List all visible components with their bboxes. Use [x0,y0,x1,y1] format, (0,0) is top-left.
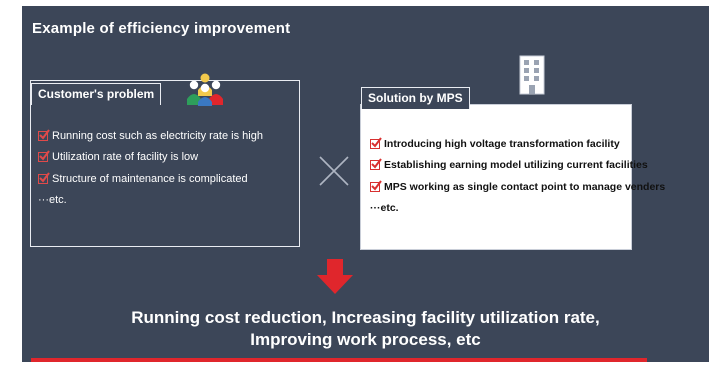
solution-list: Introducing high voltage transformation … [370,133,665,219]
list-item-label: Establishing earning model utilizing cur… [384,159,648,172]
checkbox-checked-icon [38,150,50,163]
list-item: Structure of maintenance is complicated [38,168,263,190]
list-item: Utilization rate of facility is low [38,147,263,169]
result-text: Running cost reduction, Increasing facil… [22,307,709,351]
list-etc-label: ···etc. [370,202,399,215]
list-item: MPS working as single contact point to m… [370,176,665,198]
customer-problem-box [30,80,300,247]
diagram-panel: Example of efficiency improvement Custom… [22,6,709,362]
diagram-title: Example of efficiency improvement [32,20,291,37]
result-line-1: Running cost reduction, Increasing facil… [131,308,600,327]
checkbox-checked-icon [38,129,50,141]
result-line-2: Improving work process, etc [250,330,481,349]
arrow-down-icon [315,259,355,300]
list-item: Introducing high voltage transformation … [370,133,665,155]
list-item-label: Introducing high voltage transformation … [384,137,620,150]
solution-box [360,104,632,250]
solution-label: Solution by MPS [361,87,470,109]
office-building-icon [518,54,548,101]
list-item: ···etc. [370,198,665,220]
list-item-label: Structure of maintenance is complicated [52,172,248,185]
list-item-label: Utilization rate of facility is low [52,151,199,164]
list-item-label: Running cost such as electricity rate is… [52,129,263,142]
checkbox-checked-icon [38,172,50,184]
customer-problem-list: Running cost such as electricity rate is… [38,125,263,211]
customer-problem-label: Customer's problem [31,83,162,105]
multiply-cross-icon [318,155,350,192]
list-etc-label: ···etc. [38,194,67,207]
list-item: ···etc. [38,190,263,212]
checkbox-checked-icon [370,158,382,171]
result-underline [31,358,647,362]
checkbox-checked-icon [370,137,382,149]
list-item: Establishing earning model utilizing cur… [370,155,665,177]
people-group-icon [185,72,225,111]
list-item-label: MPS working as single contact point to m… [384,180,666,193]
list-item: Running cost such as electricity rate is… [38,125,263,147]
checkbox-checked-icon [370,180,382,192]
